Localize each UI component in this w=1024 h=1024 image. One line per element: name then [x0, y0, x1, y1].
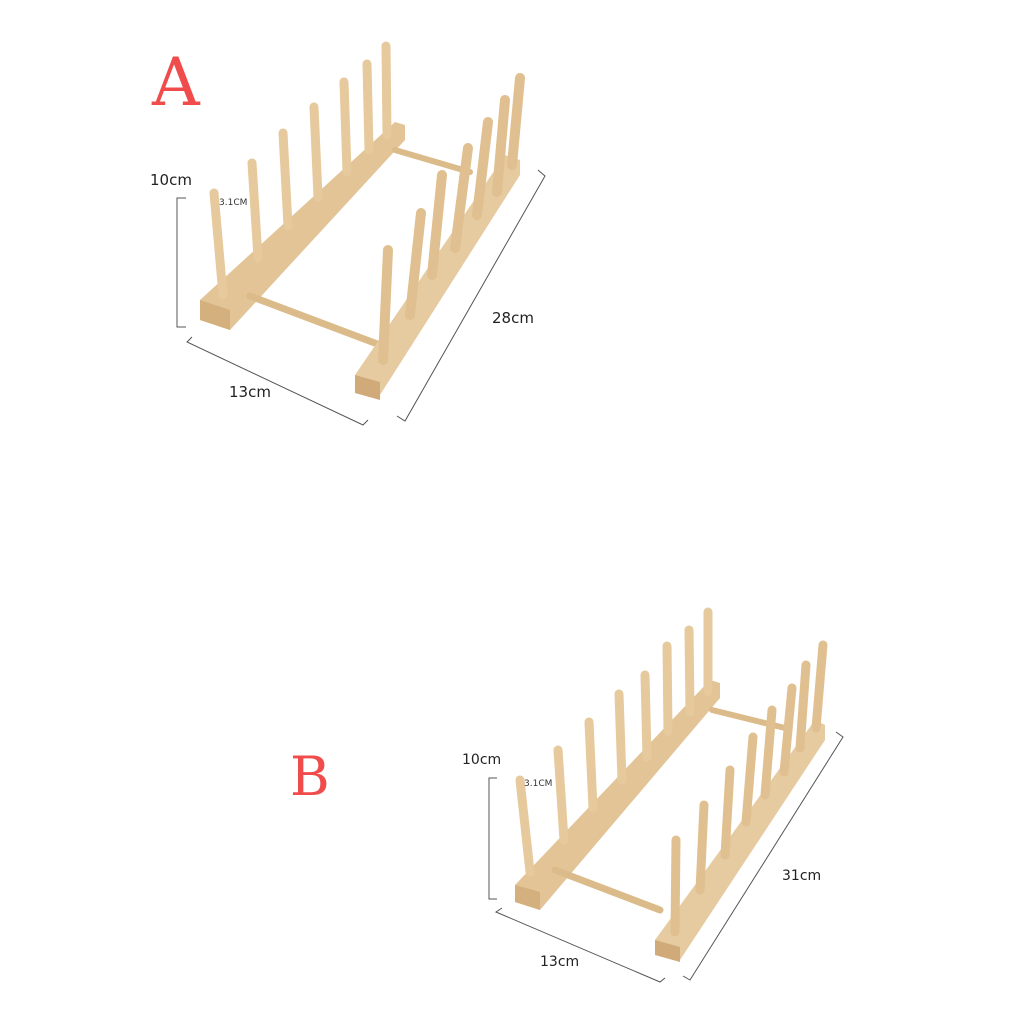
variant-a-label: A	[152, 44, 200, 121]
dimension-lines-a	[176, 169, 546, 426]
variant-b-panel: B	[0, 500, 1024, 1024]
variant-a-panel: A	[0, 0, 1024, 500]
peg-spacing-dimension-a: 3.1CM	[219, 198, 248, 208]
dish-rack-b-illustration	[488, 607, 844, 983]
variant-b-label: B	[290, 745, 330, 808]
width-dimension-a: 13cm	[229, 383, 271, 401]
length-dimension-a: 28cm	[492, 309, 534, 327]
dish-rack-a-illustration	[176, 41, 546, 426]
width-dimension-b: 13cm	[540, 954, 580, 970]
length-dimension-b: 31cm	[782, 868, 822, 884]
height-dimension-a: 10cm	[150, 171, 192, 189]
peg-spacing-dimension-b: 3.1CM	[524, 779, 553, 789]
height-dimension-b: 10cm	[462, 752, 502, 768]
dimension-lines-b	[488, 731, 844, 983]
